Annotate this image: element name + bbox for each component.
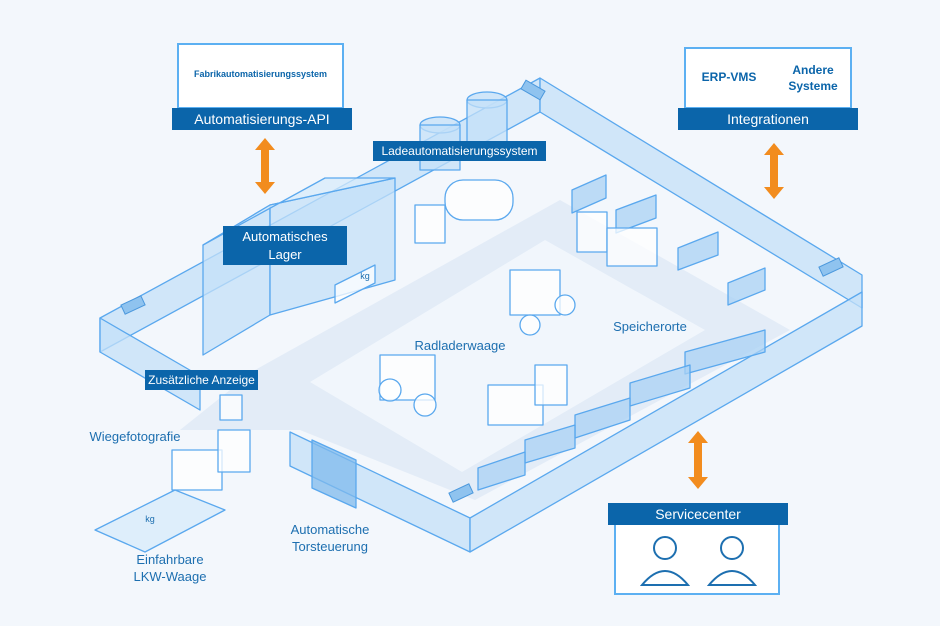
truck-scale-truck: [171, 429, 251, 491]
tanker-truck: [414, 179, 514, 244]
extra-display-label: Zusätzliche Anzeige: [145, 370, 258, 390]
wheel-loader: [509, 269, 576, 336]
loading-automation-label: Ladeautomatisierungssystem: [373, 141, 546, 161]
gate-control-label-2: Torsteuerung: [292, 539, 368, 554]
wheel-loader-scale-label: Radladerwaage: [414, 338, 506, 353]
truck-top: [576, 211, 658, 267]
scale-indicator: [334, 264, 376, 304]
automatic-warehouse-label: Automatisches Lager: [223, 226, 347, 265]
automation-api-bar: Automatisierungs-API: [172, 108, 352, 130]
extra-display-sign: [219, 394, 243, 421]
truck-scale-label-2: LKW-Waage: [133, 569, 207, 584]
gate: [311, 439, 357, 509]
double-arrow-icon: [255, 138, 275, 194]
camera-icon: [818, 257, 844, 277]
storage-bays: [477, 174, 766, 491]
kg-label: kg: [360, 271, 370, 281]
storage-label: Speicherorte: [613, 319, 687, 334]
factory-system-label: Fabrikautomatisierungssystem: [193, 69, 328, 79]
truck-scale-label-1: Einfahrbare: [136, 552, 204, 567]
dump-truck: [487, 364, 568, 426]
integrations-bar: Integrationen: [678, 108, 858, 130]
erp-vms-label: ERP-VMS: [701, 70, 757, 84]
camera-icon: [448, 483, 474, 503]
double-arrow-icon: [764, 143, 784, 199]
other-systems-label: Andere Systeme: [788, 63, 838, 93]
wall-front-right: [469, 291, 863, 553]
camera-icon: [120, 295, 146, 315]
weigh-photo-label: Wiegefotografie: [89, 429, 181, 444]
double-arrow-icon: [688, 431, 708, 489]
warehouse-top: [202, 177, 396, 246]
gate-control-label-1: Automatische: [290, 522, 370, 537]
wheel-loader-2: [378, 354, 437, 417]
service-center-bar: Servicecenter: [608, 503, 788, 525]
truck-scale-plate: [94, 489, 226, 553]
kg-label: kg: [145, 514, 155, 524]
camera-icon: [520, 79, 546, 101]
inner-yard: [310, 240, 705, 472]
